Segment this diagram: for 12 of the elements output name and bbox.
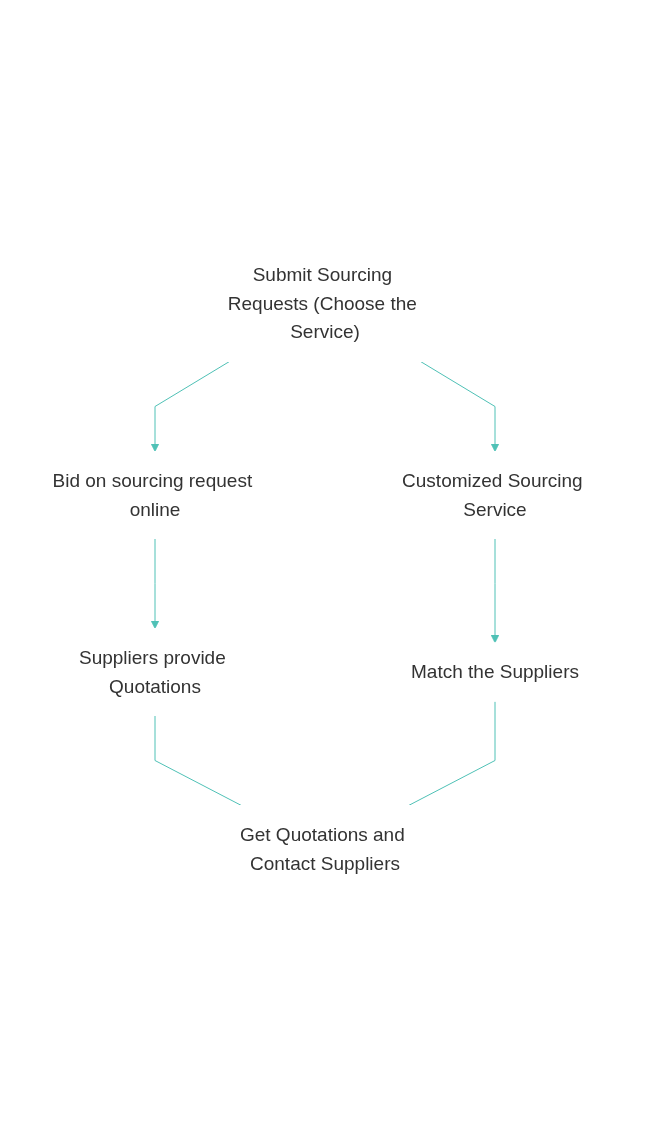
node-text: Submit Sourcing Requests (Choose the Service) [227, 263, 417, 342]
arrow [150, 537, 160, 629]
connector [408, 700, 496, 806]
node-text: Bid on sourcing request online [52, 469, 253, 519]
node-text: Customized Sourcing Service [402, 469, 583, 519]
connector [154, 714, 242, 806]
arrow [420, 360, 500, 452]
node-text: Suppliers provide Quotations [78, 646, 226, 696]
node-text: Match the Suppliers [411, 660, 579, 682]
node-text: Get Quotations and Contact Suppliers [239, 823, 405, 873]
arrow [150, 360, 230, 452]
arrow [490, 537, 500, 643]
